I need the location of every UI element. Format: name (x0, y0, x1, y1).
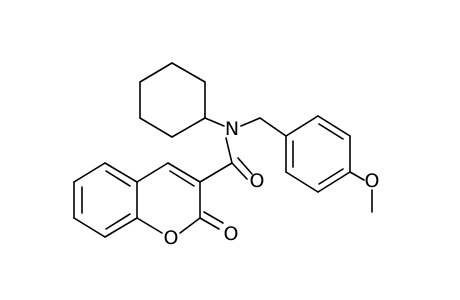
lactone-carbonyl (199, 211, 224, 230)
benzyl-linker (240, 117, 287, 137)
amide-carbonyl (231, 157, 253, 180)
cyclohexyl-ring (139, 62, 206, 138)
atom-o-methoxy: O (365, 170, 380, 192)
bond-cyclohexyl-n (204, 117, 225, 127)
methoxy-group (349, 171, 373, 213)
fused-benzene-ring (73, 162, 138, 238)
atom-o-ring: O (164, 227, 179, 249)
coumarin-pyranone-ring (136, 162, 201, 234)
atom-o-lactone: O (224, 223, 239, 245)
atom-o-carbonyl-amide: O (250, 170, 265, 192)
methoxyphenyl-ring (285, 115, 351, 193)
bond-carbonyl-coumarin (199, 162, 233, 183)
bond-n-carbonyl (225, 137, 233, 164)
atom-n-amide: N (225, 118, 239, 140)
